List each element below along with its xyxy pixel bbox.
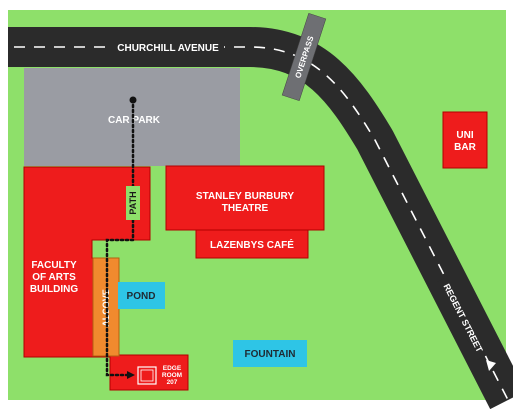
edge-room-label-line3: 207 [167,379,178,386]
faculty-label-line2: OF ARTS [32,272,76,283]
walking-path [105,98,135,377]
theatre-label-line2: THEATRE [222,203,269,214]
path-start-marker [129,96,137,104]
alcove-label: ALCOVE [101,289,111,327]
map-frame-top [0,0,513,10]
edge-room-label-line2: ROOM [162,372,182,379]
pond [118,282,165,309]
map-frame-left [0,0,8,409]
fountain-label: FOUNTAIN [245,349,296,360]
regent-label-bg [437,275,491,360]
road-centerline [14,46,509,401]
map-frame-bottom [0,400,513,409]
churchill-label-bg [112,40,224,54]
fountain [233,340,307,367]
regent-direction-arrow-icon [486,360,496,371]
uni-bar-label-line1: UNI [456,130,473,141]
uni-bar [442,111,488,169]
theatre-label-line1: STANLEY BURBURY [196,191,294,202]
car-park-label: CAR PARK [108,115,161,126]
edge-room-label-line1: EDGE [163,365,182,372]
faculty-label-line1: FACULTY [31,260,77,271]
path-end-arrow-icon [127,371,135,379]
map-frame-right [506,0,513,409]
stanley-burbury-theatre [165,165,325,231]
path-label-bg [126,186,140,220]
uni-bar-label-line2: BAR [454,142,476,153]
edge-room-icon-inner [140,369,154,382]
overpass [281,13,327,101]
faculty-label-line3: BUILDING [30,284,79,295]
churchill-avenue-label: CHURCHILL AVENUE [117,43,219,54]
edge-room-icon [137,366,157,385]
path-label: PATH [128,191,138,214]
pond-label: POND [127,291,156,302]
cafe-label: LAZENBYS CAFÉ [210,238,294,251]
lazenbys-cafe [195,229,309,259]
